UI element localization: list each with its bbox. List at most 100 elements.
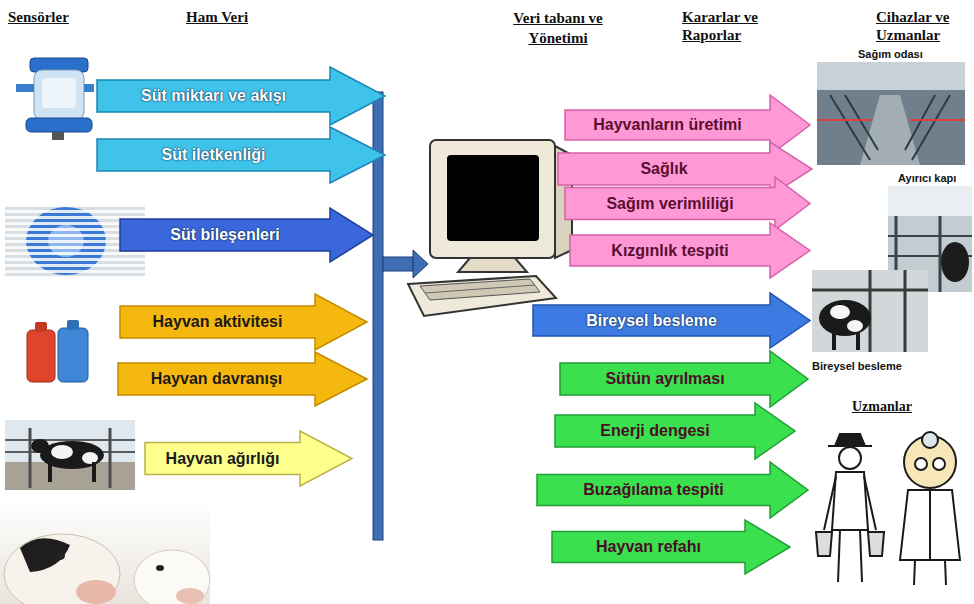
farmer-figure-part — [824, 476, 836, 530]
weighing-scale-photo — [5, 420, 135, 490]
farmer-figure-part — [868, 532, 884, 556]
computer — [408, 140, 572, 316]
activity-sensors — [27, 320, 88, 382]
arrow-outline — [570, 223, 810, 278]
arrow-body: Hayvan davranışı — [118, 363, 315, 395]
weighing-scale-photo-part — [92, 462, 96, 482]
caption-text: Bireysel besleme — [812, 360, 902, 372]
individual-feeding-photo-part — [830, 305, 850, 319]
arrow-body: Hayvan aktivitesi — [120, 306, 315, 338]
arrow-outline — [560, 351, 808, 407]
individual-feeding-photo-part — [904, 270, 907, 352]
arrow-outline — [97, 127, 385, 183]
milking-parlour-photo-part — [817, 62, 965, 90]
farmer-figure-part — [838, 530, 840, 582]
activity-sensors-part — [67, 320, 79, 330]
weighing-scale-photo-part — [5, 439, 135, 441]
milk-meter-part — [34, 70, 84, 120]
individual-feeding-photo-part — [832, 332, 836, 350]
computer-part — [420, 279, 540, 300]
weighing-scale-photo-part — [29, 428, 32, 488]
cow-heads-part — [55, 552, 65, 560]
heading-text: Veri tabanı ve Yönetimi — [513, 10, 602, 46]
milk-meter-part — [26, 118, 92, 132]
caption-text: Uzmanlar — [852, 399, 912, 414]
arrow-text: Hayvan aktivitesi — [153, 313, 283, 331]
arrow-node: Hayvan ağırlığı — [145, 431, 352, 486]
veterinarian-figure-part — [945, 560, 946, 585]
cow-heads-part — [4, 534, 120, 604]
veterinarian-figure-part — [915, 458, 927, 470]
arrow-outline — [555, 403, 795, 459]
individual-feeding-photo-part — [812, 270, 928, 352]
arrow-node: Hayvan refahı — [552, 520, 790, 574]
cow-heads-part — [76, 580, 116, 604]
arrow-outline — [97, 67, 385, 125]
arrow-outline — [120, 208, 373, 262]
heading-text: Cihazlar ve Uzmanlar — [876, 9, 949, 43]
column-heading: Ham Veri — [186, 8, 286, 26]
photo-caption: Ayırıcı kapı — [898, 170, 972, 185]
computer-part — [425, 285, 535, 293]
arrow-text: Hayvanların üretimi — [593, 116, 742, 134]
individual-feeding-photo-part — [819, 300, 871, 336]
separation-gate-photo-part — [939, 216, 942, 292]
heading-text: Sensörler — [8, 9, 69, 25]
arrow-outline — [537, 462, 808, 518]
photo-caption: Sağım odası — [858, 46, 962, 61]
milk-meter — [16, 58, 94, 140]
arrow-body: Hayvan refahı — [552, 532, 745, 563]
cow-heads-part — [176, 588, 204, 604]
arrow-body: Süt miktarı ve akışı — [97, 80, 330, 112]
arrow-text: Süt bileşenleri — [170, 226, 279, 244]
arrow-node: Sağım verimliliği — [565, 177, 810, 230]
photo-caption: Uzmanlar — [852, 398, 956, 415]
arrow-node: Hayvan davranışı — [118, 352, 367, 406]
arrow-node: Hayvan aktivitesi — [120, 294, 367, 350]
farmer-figure-part — [835, 434, 865, 446]
arrow-node: Süt miktarı ve akışı — [97, 67, 385, 125]
arrow-body: Süt bileşenleri — [120, 219, 330, 251]
separation-gate-photo-part — [941, 242, 969, 282]
cow-heads-part — [156, 565, 164, 571]
milking-parlour-photo-part — [817, 119, 872, 121]
veterinarian-figure-part — [890, 425, 970, 590]
arrow-text: Süt miktarı ve akışı — [141, 87, 286, 105]
arrow-body: Bireysel besleme — [533, 305, 770, 336]
arrow-outline — [565, 177, 810, 230]
weighing-scale-photo-part — [51, 445, 73, 459]
arrow-node: Süt bileşenleri — [120, 208, 373, 262]
data-bus-bar-part — [413, 250, 428, 278]
milk-meter-part — [16, 84, 34, 92]
computer-part — [430, 140, 555, 258]
weighing-scale-photo-part — [31, 439, 49, 453]
farmer-figure-part — [839, 447, 861, 469]
cow-heads — [0, 500, 210, 604]
arrow-text: Hayvan davranışı — [151, 370, 283, 388]
arrow-body: Enerji dengesi — [555, 415, 755, 447]
arrow-node: Kızgınlık tespiti — [570, 223, 810, 278]
arrow-node: Süt iletkenliği — [97, 127, 385, 183]
arrow-body: Buzağılama tespiti — [537, 475, 770, 506]
cow-heads-part — [20, 538, 70, 572]
activity-sensors-part — [27, 330, 55, 382]
arrow-node: Buzağılama tespiti — [537, 462, 808, 518]
individual-feeding-photo — [812, 270, 928, 352]
arrow-body: Hayvanların üretimi — [565, 110, 770, 140]
veterinarian-figure-part — [929, 490, 931, 560]
column-heading: Sensörler — [8, 8, 108, 26]
cow-heads-part — [134, 550, 210, 604]
separation-gate-photo-part — [888, 235, 972, 237]
weighing-scale-photo-part — [48, 462, 52, 482]
individual-feeding-photo-part — [847, 320, 863, 332]
column-heading: Veri tabanı ve Yönetimi — [484, 8, 632, 48]
milking-parlour-photo-part — [817, 62, 965, 165]
farmer-figure — [815, 425, 887, 590]
milking-parlour-photo-part — [860, 95, 920, 165]
veterinarian-figure-part — [922, 432, 938, 448]
photo-caption: Bireysel besleme — [812, 358, 934, 373]
veterinarian-figure — [890, 425, 970, 590]
data-bus-bar-part — [383, 257, 413, 271]
veterinarian-figure-part — [900, 490, 960, 560]
farmer-figure-part — [864, 476, 876, 530]
